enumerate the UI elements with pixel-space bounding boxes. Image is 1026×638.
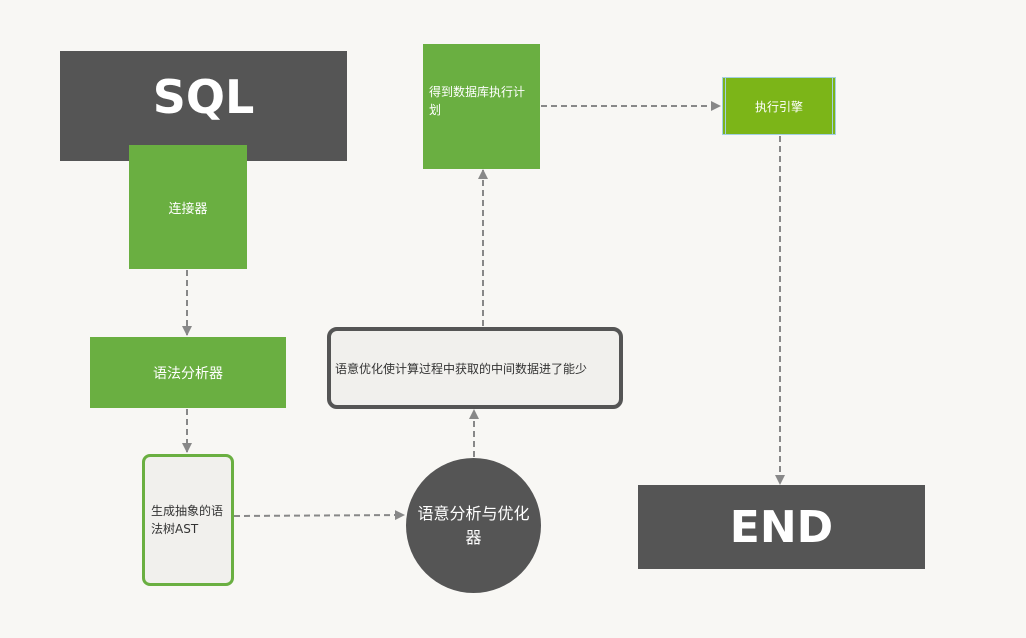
ast-node: 生成抽象的语法树AST	[142, 454, 234, 586]
semantic-analyzer-node: 语意分析与优化器	[406, 458, 541, 593]
sql-label: SQL	[152, 70, 255, 124]
engine-node: 执行引擎	[722, 77, 836, 135]
sql-node: SQL	[60, 51, 347, 161]
connector-label: 连接器	[168, 201, 208, 217]
edge-ast-to-semantic	[233, 510, 405, 521]
end-node: END	[638, 485, 925, 569]
engine-right-border	[832, 78, 833, 134]
parser-node: 语法分析器	[90, 337, 286, 408]
optimize-note-label: 语意优化使计算过程中获取的中间数据进了能少	[335, 361, 588, 376]
parser-label: 语法分析器	[153, 365, 223, 382]
ast-label: 生成抽象的语法树AST	[151, 504, 224, 536]
semantic-analyzer-label: 语意分析与优化器	[417, 503, 530, 547]
exec-plan-label: 得到数据库执行计划	[429, 84, 526, 117]
exec-plan-node: 得到数据库执行计划	[423, 44, 540, 169]
engine-left-border	[725, 78, 726, 134]
end-label: END	[729, 501, 834, 553]
engine-label: 执行引擎	[754, 99, 803, 114]
optimize-note-node: 语意优化使计算过程中获取的中间数据进了能少	[327, 327, 623, 409]
connector-node: 连接器	[129, 145, 247, 269]
